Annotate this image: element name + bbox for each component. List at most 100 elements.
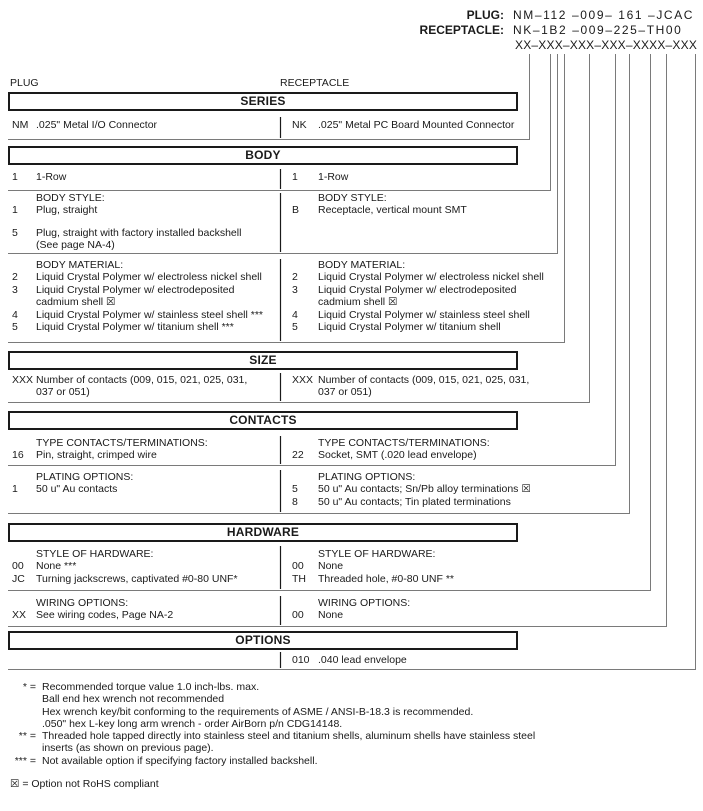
body-material-item-desc: Liquid Crystal Polymer w/ electrodeposit… xyxy=(36,283,235,309)
body-material-item-code: 3 xyxy=(12,283,18,296)
body-material-item-code: 3 xyxy=(292,283,298,296)
footnote-marker xyxy=(8,718,36,730)
contacts-type-plug: TYPE CONTACTS/TERMINATIONS: 16 Pin, strai… xyxy=(12,437,280,462)
body-material-item-code: 4 xyxy=(292,308,298,321)
footnote-text: .050" hex L-key long arm wrench - order … xyxy=(42,717,343,730)
options-desc: .040 lead envelope xyxy=(318,654,407,666)
body-style-label: BODY STYLE: xyxy=(36,192,105,204)
size-section-header: SIZE xyxy=(8,351,518,370)
part-number-mask: XX–XXX–XXX–XXX–XXXX–XXX xyxy=(515,38,698,52)
footnotes: * = Recommended torque value 1.0 inch-lbs… xyxy=(8,681,696,767)
hardware-style-code: 00 xyxy=(292,560,304,573)
body-style-label: BODY STYLE: xyxy=(318,192,387,204)
wiring-code: 00 xyxy=(292,609,304,622)
hardware-style-desc: Threaded hole, #0-80 UNF ** xyxy=(318,572,454,585)
series-receptacle-row: NK .025" Metal PC Board Mounted Connector xyxy=(292,119,554,131)
contacts-section-header: CONTACTS xyxy=(8,411,518,430)
body-section-header: BODY xyxy=(8,146,518,165)
plating-label: PLATING OPTIONS: xyxy=(318,471,416,483)
receptacle-column-heading: RECEPTACLE xyxy=(280,77,350,89)
body-material-item-code: 2 xyxy=(12,271,18,284)
size-receptacle-row: XXX Number of contacts (009, 015, 021, 02… xyxy=(292,374,554,399)
body-style-item-code: B xyxy=(292,204,300,217)
hardware-style-code: TH xyxy=(292,572,306,585)
body-material-item-code: 5 xyxy=(12,321,18,334)
hardware-style-label: STYLE OF HARDWARE: xyxy=(318,548,436,560)
contacts-type-code: 22 xyxy=(292,449,304,462)
hardware-style-code: JC xyxy=(12,572,25,585)
options-section-header: OPTIONS xyxy=(8,631,518,650)
body-material-label: BODY MATERIAL: xyxy=(36,259,124,271)
plating-plug: PLATING OPTIONS: 1 50 u" Au contacts xyxy=(12,471,280,496)
hardware-style-code: 00 xyxy=(12,560,24,573)
body-material-item-code: 4 xyxy=(12,308,18,321)
footnote-marker: * = xyxy=(22,681,36,693)
contacts-type-label: TYPE CONTACTS/TERMINATIONS: xyxy=(318,437,490,449)
body-style-item-code: 5 xyxy=(12,226,18,239)
wiring-code: XX xyxy=(12,609,27,622)
size-receptacle-code: XXX xyxy=(292,374,314,386)
body-style-item-desc: Plug, straight with factory installed ba… xyxy=(36,226,242,252)
contacts-type-desc: Socket, SMT (.020 lead envelope) xyxy=(318,449,477,462)
plug-part-number-label: PLUG: xyxy=(466,8,504,22)
body-material-label: BODY MATERIAL: xyxy=(318,259,406,271)
plating-item-desc: 50 u" Au contacts xyxy=(36,483,118,496)
plating-label: PLATING OPTIONS: xyxy=(36,471,134,483)
series-receptacle-code: NK xyxy=(292,119,307,131)
footnote-marker: ** = xyxy=(18,730,36,743)
plating-item-code: 5 xyxy=(292,483,298,496)
size-plug-code: XXX xyxy=(12,374,34,386)
footnote-text: Not available option if specifying facto… xyxy=(42,754,318,767)
footnote-marker xyxy=(8,693,36,705)
footnote-marker: *** = xyxy=(14,754,36,767)
body-style-item-desc: Receptacle, vertical mount SMT xyxy=(318,204,467,217)
body-material-item-desc: Liquid Crystal Polymer w/ titanium shell xyxy=(318,321,501,334)
body-material-item-desc: Liquid Crystal Polymer w/ electroless ni… xyxy=(36,271,262,284)
footnote-text: Recommended torque value 1.0 inch-lbs. m… xyxy=(42,681,260,693)
plating-item-code: 1 xyxy=(12,483,18,496)
contacts-type-label: TYPE CONTACTS/TERMINATIONS: xyxy=(36,437,208,449)
body-style-item-code: 1 xyxy=(12,204,18,217)
series-plug-desc: .025" Metal I/O Connector xyxy=(36,119,158,131)
series-plug-code: NM xyxy=(12,119,29,131)
plating-item-desc: 50 u" Au contacts; Tin plated terminatio… xyxy=(318,495,511,508)
body-material-item-desc: Liquid Crystal Polymer w/ electrodeposit… xyxy=(318,283,517,309)
body-row-receptacle-code: 1 xyxy=(292,171,298,183)
body-material-item-desc: Liquid Crystal Polymer w/ stainless stee… xyxy=(36,308,264,321)
body-style-item-desc: Plug, straight xyxy=(36,204,98,217)
size-receptacle-desc: Number of contacts (009, 015, 021, 025, … xyxy=(318,374,530,399)
body-row-plug-desc: 1-Row xyxy=(36,171,67,183)
hardware-style-desc: Turning jackscrews, captivated #0-80 UNF… xyxy=(36,572,238,585)
options-code: 010 xyxy=(292,654,310,666)
footnote-marker xyxy=(8,706,36,718)
footnote-text: Ball end hex wrench not recommended xyxy=(42,693,225,706)
series-plug-row: NM .025" Metal I/O Connector xyxy=(12,119,280,131)
series-receptacle-desc: .025" Metal PC Board Mounted Connector xyxy=(318,119,515,131)
size-plug-desc: Number of contacts (009, 015, 021, 025, … xyxy=(36,374,248,399)
plug-column-heading: PLUG xyxy=(10,77,39,89)
body-style-plug: BODY STYLE: 1 Plug, straight 5 Plug, strai… xyxy=(12,192,280,252)
contacts-type-receptacle: TYPE CONTACTS/TERMINATIONS: 22 Socket, SM… xyxy=(292,437,554,462)
contacts-type-desc: Pin, straight, crimped wire xyxy=(36,449,157,462)
body-material-item-desc: Liquid Crystal Polymer w/ electroless ni… xyxy=(318,271,544,284)
wiring-desc: See wiring codes, Page NA-2 xyxy=(36,609,174,622)
wiring-label: WIRING OPTIONS: xyxy=(318,597,411,609)
hardware-style-receptacle: STYLE OF HARDWARE: 00 None TH Threaded hol… xyxy=(292,548,554,585)
body-material-item-code: 5 xyxy=(292,321,298,334)
body-style-receptacle: BODY STYLE: B Receptacle, vertical mount … xyxy=(292,192,554,217)
hardware-style-label: STYLE OF HARDWARE: xyxy=(36,548,154,560)
body-material-item-desc: Liquid Crystal Polymer w/ titanium shell… xyxy=(36,321,234,334)
receptacle-part-number-label: RECEPTACLE: xyxy=(419,23,504,37)
plating-item-desc: 50 u" Au contacts; Sn/Pb alloy terminati… xyxy=(318,483,531,496)
footnote-text: inserts (as shown on previous page). xyxy=(42,742,214,755)
contacts-type-code: 16 xyxy=(12,449,24,462)
hardware-style-desc: None xyxy=(318,560,344,573)
footnote-marker xyxy=(8,742,36,754)
